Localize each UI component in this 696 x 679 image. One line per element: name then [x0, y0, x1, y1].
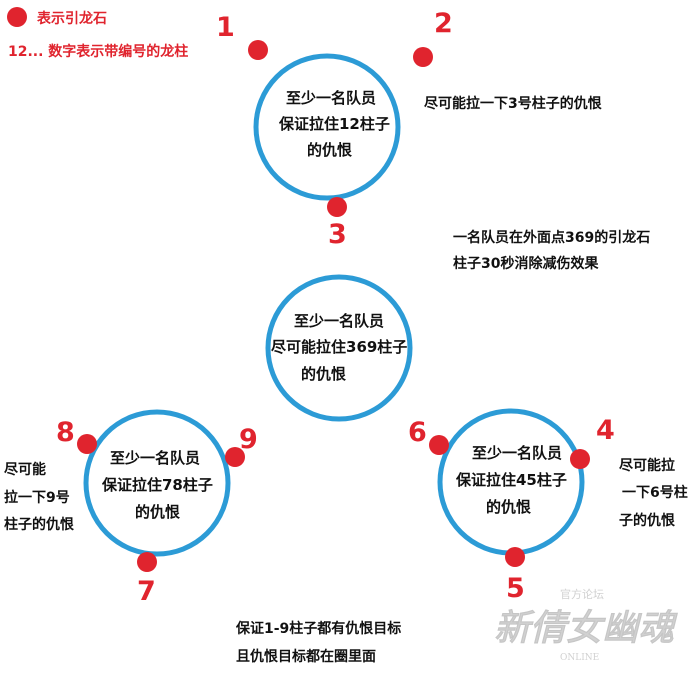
dragon-stone-9-icon [225, 447, 245, 467]
dragon-stone-8-icon [77, 434, 97, 454]
pillar-number-7: 7 [137, 576, 156, 607]
pillar-number-8: 8 [56, 417, 75, 448]
watermark-sub-text: ONLINE [560, 653, 599, 663]
top-ring-line-1: 至少一名队员 [286, 89, 376, 107]
pillar-number-1: 1 [216, 12, 235, 43]
right-ring-line-1: 至少一名队员 [472, 444, 562, 462]
note-left: 尽可能 拉一下9号 柱子的仇恨 [4, 461, 74, 533]
note-bottom-line-1: 保证1-9柱子都有仇恨目标 [235, 620, 401, 637]
watermark-small-text: 官方论坛 [560, 587, 604, 601]
left-ring-text: 至少一名队员 保证拉住78柱子 的仇恨 [101, 449, 213, 521]
note-right: 尽可能拉 一下6号柱 子的仇恨 [619, 457, 688, 529]
dragon-stone-2-icon [413, 47, 433, 67]
watermark-logo: 官方论坛 新倩女幽魂 ONLINE [493, 587, 678, 663]
pillar-number-9: 9 [239, 424, 258, 455]
center-ring [265, 274, 413, 422]
left-ring-line-1: 至少一名队员 [110, 449, 200, 467]
legend-number-label: 12... 数字表示带编号的龙柱 [8, 43, 188, 60]
dragon-stone-1-icon [248, 40, 268, 60]
legend-dot-icon [7, 7, 27, 27]
note-right-line-1: 尽可能拉 [619, 457, 675, 474]
pillar-number-4: 4 [596, 415, 615, 446]
dragon-stone-7-icon [137, 552, 157, 572]
note-left-line-3: 柱子的仇恨 [4, 516, 74, 533]
dragon-stone-5-icon [505, 547, 525, 567]
legend-dot-label: 表示引龙石 [36, 10, 107, 27]
note-middle: 一名队员在外面点369的引龙石 柱子30秒消除减伤效果 [453, 229, 650, 272]
left-ring [83, 409, 231, 557]
center-ring-line-1: 至少一名队员 [294, 312, 384, 330]
top-ring [253, 53, 401, 201]
dragon-stone-4-icon [570, 449, 590, 469]
top-ring-text: 至少一名队员 保证拉住12柱子 的仇恨 [278, 89, 390, 159]
note-left-line-1: 尽可能 [4, 461, 46, 478]
right-ring-line-2: 保证拉住45柱子 [455, 471, 567, 489]
right-ring-line-3: 的仇恨 [486, 498, 531, 516]
note-left-line-2: 拉一下9号 [4, 489, 70, 506]
right-ring-text: 至少一名队员 保证拉住45柱子 的仇恨 [455, 444, 567, 516]
pillar-number-2: 2 [434, 8, 453, 39]
note-bottom-line-2: 且仇恨目标都在圈里面 [236, 648, 376, 665]
watermark-main-text: 新倩女幽魂 [494, 608, 678, 649]
left-ring-line-3: 的仇恨 [135, 503, 180, 521]
dragon-stone-3-icon [327, 197, 347, 217]
note-right-line-3: 子的仇恨 [619, 512, 675, 529]
pillar-number-3: 3 [328, 219, 347, 250]
note-top-right: 尽可能拉一下3号柱子的仇恨 [424, 95, 602, 112]
center-ring-line-2: 尽可能拉住369柱子 [271, 338, 407, 356]
note-bottom: 保证1-9柱子都有仇恨目标 且仇恨目标都在圈里面 [235, 620, 401, 665]
note-middle-line-1: 一名队员在外面点369的引龙石 [453, 229, 650, 246]
left-ring-line-2: 保证拉住78柱子 [101, 476, 213, 494]
dragon-stone-6-icon [429, 435, 449, 455]
center-ring-line-3: 的仇恨 [301, 365, 346, 383]
top-ring-line-2: 保证拉住12柱子 [278, 115, 390, 133]
top-ring-line-3: 的仇恨 [307, 141, 352, 159]
note-middle-line-2: 柱子30秒消除减伤效果 [453, 255, 599, 272]
pillar-number-6: 6 [408, 417, 427, 448]
pillar-number-5: 5 [506, 573, 525, 604]
center-ring-text: 至少一名队员 尽可能拉住369柱子 的仇恨 [271, 312, 407, 383]
note-right-line-2: 一下6号柱 [622, 484, 688, 501]
